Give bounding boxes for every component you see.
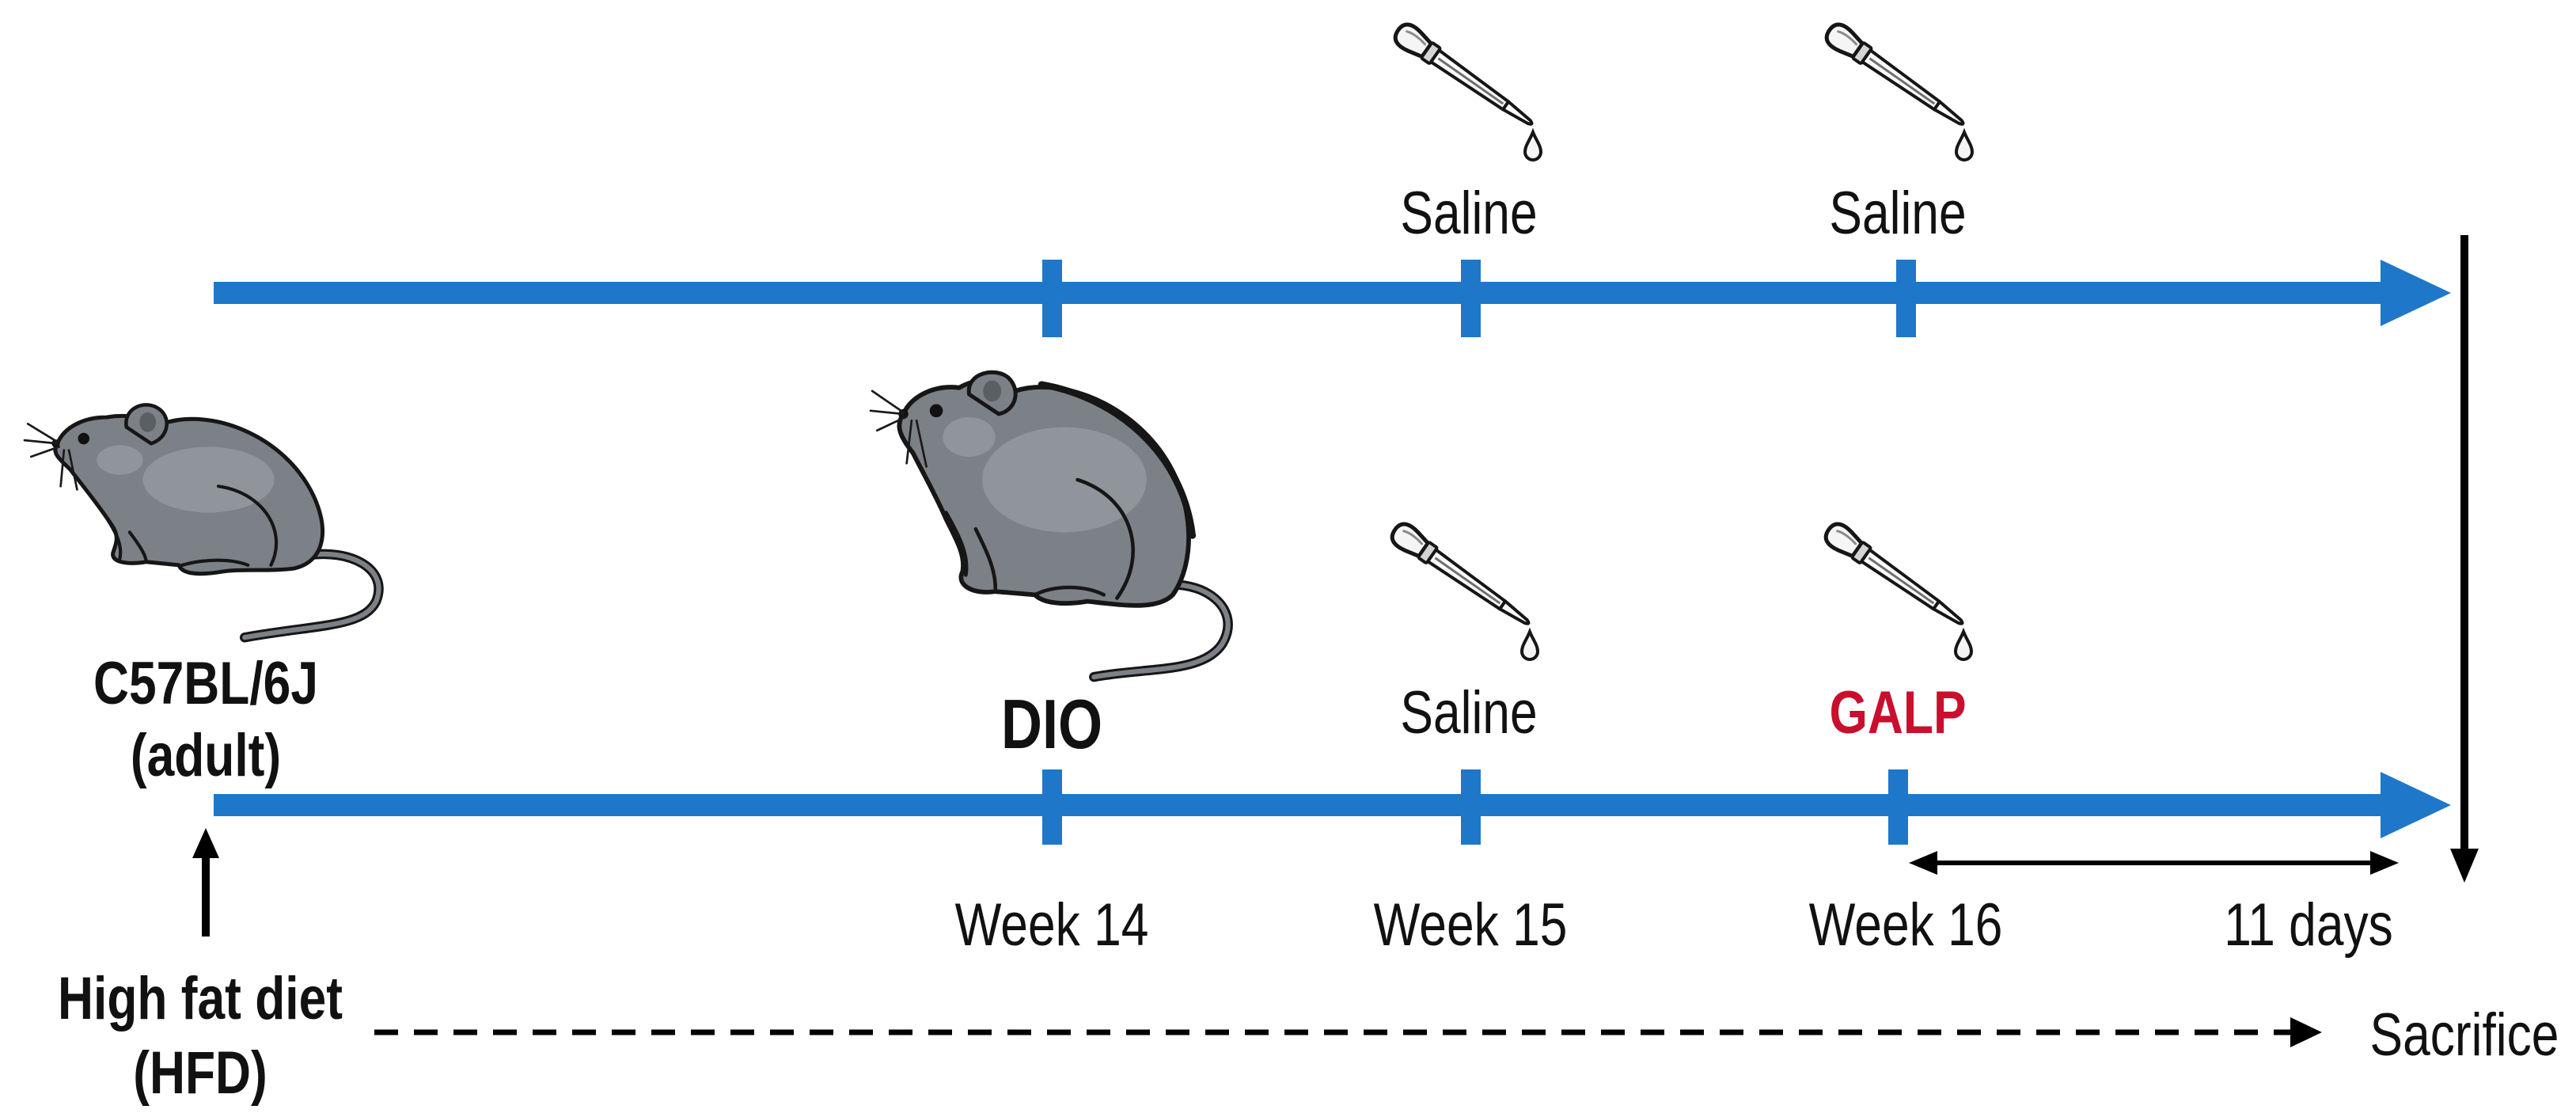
diet-abbreviation: (HFD) bbox=[133, 1039, 267, 1106]
mouse-back-shadow bbox=[1038, 381, 1197, 539]
mouse-fur-highlight bbox=[982, 427, 1147, 533]
interval-double-arrow bbox=[1909, 851, 2399, 875]
whisker bbox=[23, 439, 59, 445]
treated-timeline bbox=[214, 769, 2451, 845]
mouse-hind-foot bbox=[1033, 585, 1106, 597]
mouse-front-leg bbox=[973, 527, 998, 591]
diet-start-arrowhead bbox=[192, 828, 219, 858]
week-15-label: Week 15 bbox=[1374, 891, 1568, 958]
mouse-fur-highlight bbox=[97, 445, 143, 475]
mouse-hind-foot bbox=[180, 558, 250, 567]
mouse-eye bbox=[78, 432, 90, 445]
control-timeline-arrowhead bbox=[2381, 260, 2451, 326]
mouse-eye bbox=[929, 404, 943, 418]
interval-arrowhead-left bbox=[1909, 851, 1937, 875]
mouse-hind-leg bbox=[1076, 477, 1135, 600]
treated-treatment-week-16-label: GALP bbox=[1829, 678, 1966, 746]
control-treatment-week-15-label: Saline bbox=[1400, 179, 1537, 246]
control-tick-week-15 bbox=[1461, 260, 1481, 337]
mouse-tail bbox=[1091, 582, 1231, 680]
treated-tick-week-16 bbox=[1888, 769, 1908, 845]
control-timeline bbox=[214, 260, 2451, 337]
treated-timeline-arrowhead bbox=[2381, 772, 2451, 838]
whisker bbox=[59, 449, 66, 488]
whisker bbox=[67, 449, 78, 491]
mouse-tail bbox=[242, 551, 381, 640]
diet-duration-arrowhead bbox=[2290, 1017, 2322, 1047]
mouse-inner-ear bbox=[983, 380, 1002, 402]
endpoint-arrow bbox=[2450, 235, 2479, 883]
whisker bbox=[875, 416, 906, 432]
control-treatment-week-16-label: Saline bbox=[1829, 179, 1966, 246]
whisker bbox=[29, 446, 60, 458]
strain-age-label: (adult) bbox=[131, 721, 281, 788]
mouse-front-leg bbox=[944, 511, 969, 577]
whisker bbox=[26, 423, 59, 443]
mouse-inner-ear bbox=[139, 412, 157, 432]
week-16-label: Week 16 bbox=[1809, 891, 2003, 958]
dropper-icon bbox=[1391, 21, 1541, 160]
strain-label: C57BL/6J bbox=[93, 649, 318, 716]
treated-tick-week-15 bbox=[1461, 769, 1481, 845]
whisker bbox=[869, 409, 905, 416]
interval-arrowhead-right bbox=[2370, 851, 2399, 875]
mouse-fur-highlight bbox=[142, 446, 275, 513]
obese-mouse-icon bbox=[869, 370, 1233, 682]
mouse-hind-leg bbox=[216, 484, 279, 567]
interval-label: 11 days bbox=[2224, 891, 2393, 958]
week-14-label: Week 14 bbox=[955, 891, 1149, 958]
mouse-icon bbox=[23, 403, 384, 643]
diet-duration-dashed-arrow bbox=[374, 1017, 2322, 1047]
endpoint-arrowhead bbox=[2450, 849, 2479, 883]
whisker bbox=[871, 389, 905, 414]
treated-treatment-week-15-label: Saline bbox=[1400, 678, 1537, 746]
mouse-front-leg bbox=[127, 530, 148, 564]
whisker bbox=[905, 419, 913, 465]
model-label: DIO bbox=[1001, 686, 1102, 763]
diet-start-arrow bbox=[192, 828, 219, 937]
dropper-icon bbox=[1822, 520, 1971, 659]
mouse-whiskers bbox=[869, 389, 928, 468]
endpoint-label: Sacrifice bbox=[2370, 1001, 2559, 1068]
diet-label: High fat diet bbox=[58, 964, 343, 1032]
control-tick-week-16 bbox=[1896, 260, 1916, 337]
mouse-front-leg bbox=[101, 511, 123, 560]
mouse-fur-highlight bbox=[943, 417, 996, 457]
dropper-icon bbox=[1823, 21, 1972, 160]
mouse-whiskers bbox=[23, 423, 78, 491]
dropper-icon bbox=[1388, 520, 1538, 659]
treated-tick-week-14 bbox=[1042, 769, 1062, 845]
whisker bbox=[915, 419, 928, 468]
control-tick-week-14 bbox=[1042, 260, 1062, 337]
